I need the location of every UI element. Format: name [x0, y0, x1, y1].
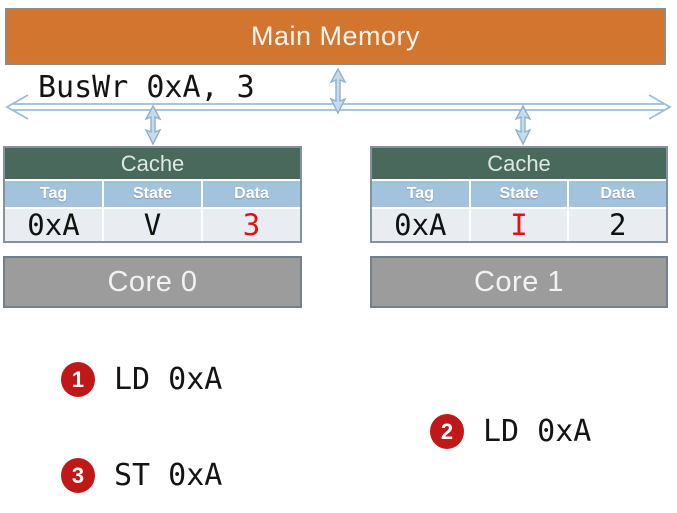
bus-cache0-arrow — [144, 104, 162, 146]
core0-label: Core 0 — [107, 265, 198, 298]
cache1-state-value: I — [470, 208, 568, 242]
core1-box: Core 1 — [370, 256, 668, 308]
cache1-title: Cache — [372, 148, 666, 181]
cache1-header-tag: Tag — [372, 181, 469, 207]
cache1-data-value: 2 — [569, 208, 667, 242]
cache0-data-value: 3 — [203, 208, 300, 242]
step2-badge: 2 — [430, 414, 464, 449]
step2-instruction: LD 0xA — [483, 414, 592, 449]
bus-transaction-label: BusWr 0xA, 3 — [38, 70, 255, 105]
operation-step-2: 2 LD 0xA — [430, 414, 591, 449]
cache0-state-value: V — [104, 208, 201, 242]
cache0-title: Cache — [5, 148, 300, 181]
cache0-header-data: Data — [203, 181, 300, 207]
cache1-tag-value: 0xA — [372, 208, 469, 242]
bus-cache1-arrow — [514, 104, 532, 146]
cache1-header-row: Tag State Data — [372, 181, 667, 209]
operation-step-3: 3 ST 0xA — [61, 458, 222, 493]
cache0-header-row: Tag State Data — [5, 181, 300, 209]
main-memory-box: Main Memory — [5, 8, 666, 65]
cache0-header-state: State — [104, 181, 201, 207]
step1-badge: 1 — [61, 362, 95, 397]
main-memory-label: Main Memory — [250, 21, 421, 51]
core0-box: Core 0 — [3, 256, 302, 308]
cache0-header-tag: Tag — [5, 181, 102, 207]
cache0-table: Cache Tag State Data 0xA V 3 — [3, 146, 302, 243]
cache1-header-data: Data — [569, 181, 667, 207]
cache0-tag-value: 0xA — [5, 208, 102, 242]
cache1-header-state: State — [470, 181, 568, 207]
cache1-table: Cache Tag State Data 0xA I 2 — [370, 146, 668, 243]
step3-badge: 3 — [61, 458, 95, 493]
cache1-data-row: 0xA I 2 — [372, 208, 667, 242]
operation-step-1: 1 LD 0xA — [61, 362, 222, 397]
step1-instruction: LD 0xA — [114, 362, 223, 397]
memory-bus-arrow — [329, 67, 347, 115]
step3-instruction: ST 0xA — [114, 458, 223, 493]
cache0-data-row: 0xA V 3 — [5, 208, 300, 242]
core1-label: Core 1 — [473, 265, 565, 298]
